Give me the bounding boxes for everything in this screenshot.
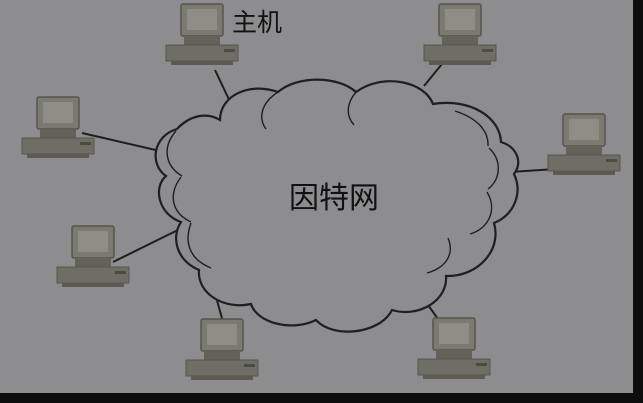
connection-left-upper-host [81,132,161,152]
bottom-frame-edge [0,393,643,403]
cloud-inner-arcs [166,91,499,274]
connection-left-lower-host [112,227,183,263]
internet-label: 因特网 [289,181,379,216]
host-label: 主机 [232,8,282,37]
right-frame-edge [633,0,643,403]
internet-cloud [154,78,520,333]
